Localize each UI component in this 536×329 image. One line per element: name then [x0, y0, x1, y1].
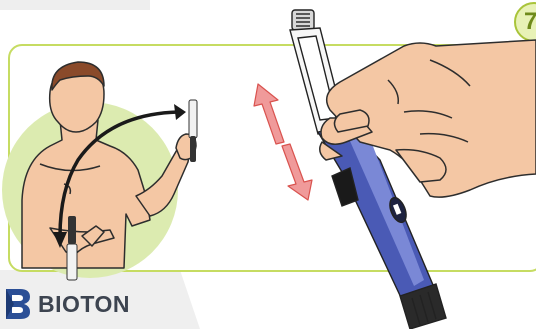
small-pen-lowered-icon	[67, 216, 77, 280]
man-torso-illustration	[22, 62, 196, 268]
brand-name: BIOTON	[38, 291, 130, 318]
small-pen-raised-icon	[189, 100, 197, 162]
up-down-motion-arrows-icon	[254, 84, 312, 200]
bioton-logo-icon	[2, 287, 32, 321]
brand-logo: BIOTON	[2, 286, 130, 322]
